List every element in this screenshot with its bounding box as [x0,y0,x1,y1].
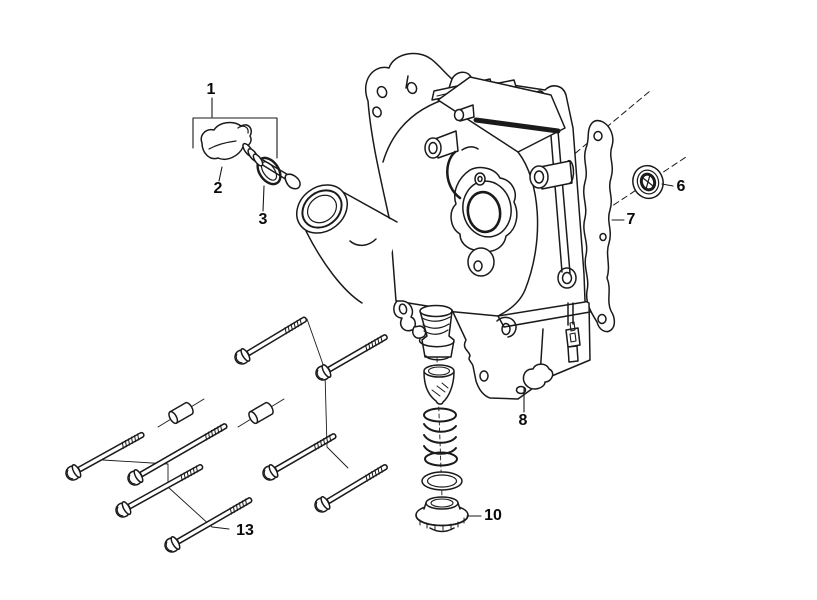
drain-plug [415,496,469,533]
callout-leader-lines [192,97,674,517]
bolt-hole [406,81,418,95]
flange-bolt [259,433,337,484]
dowel-pin [248,401,274,425]
part-label-8: 8 [518,412,528,429]
bolt-hole [376,85,388,99]
drain-spring [423,407,458,467]
part-label-6: 6 [676,178,686,195]
oil-drain-assembly [415,357,469,533]
gasket-hole [597,313,607,325]
gasket-hole [593,130,603,142]
oil-seal [632,164,664,200]
flange-bolt [112,464,204,521]
flange-bolt [231,316,308,368]
oil-strainer-cup [423,364,455,405]
flange-bolt [124,423,228,489]
part-label-2: 2 [213,180,223,197]
part-label-10: 10 [484,507,502,524]
dowel-pin [168,401,194,425]
flange-bolt [62,431,145,484]
part-label-13: 13 [236,522,254,539]
bolt-hole [479,370,489,382]
oil-dipstick [200,121,301,190]
cover-gasket [582,119,616,333]
drain-washer [421,471,463,491]
flange-bolt [312,334,388,384]
oil-filler-neck [296,184,400,307]
flange-bolt [161,497,253,556]
flange-bolt [311,464,388,516]
bolt-hole [372,106,382,118]
part-label-3: 3 [258,211,268,228]
dipstick-cap [200,121,264,167]
gasket-hole [599,232,607,242]
part-label-7: 7 [626,211,636,228]
part-label-1: 1 [206,81,216,98]
crankcase-cover [365,52,591,400]
bolt-hole [515,385,527,395]
